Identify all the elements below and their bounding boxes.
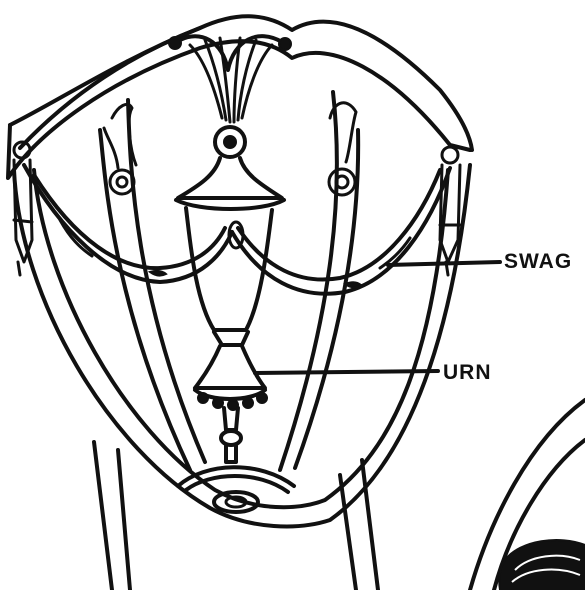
left-splat xyxy=(100,100,205,470)
urn-leader-line xyxy=(255,371,438,373)
adjacent-chair-detail xyxy=(470,400,585,590)
top-palmette xyxy=(169,36,291,122)
swag-leader-line xyxy=(388,262,500,265)
swag-garland xyxy=(24,165,450,294)
urn-label: URN xyxy=(443,361,492,385)
swag-label: SWAG xyxy=(504,250,572,274)
urn xyxy=(176,127,284,462)
